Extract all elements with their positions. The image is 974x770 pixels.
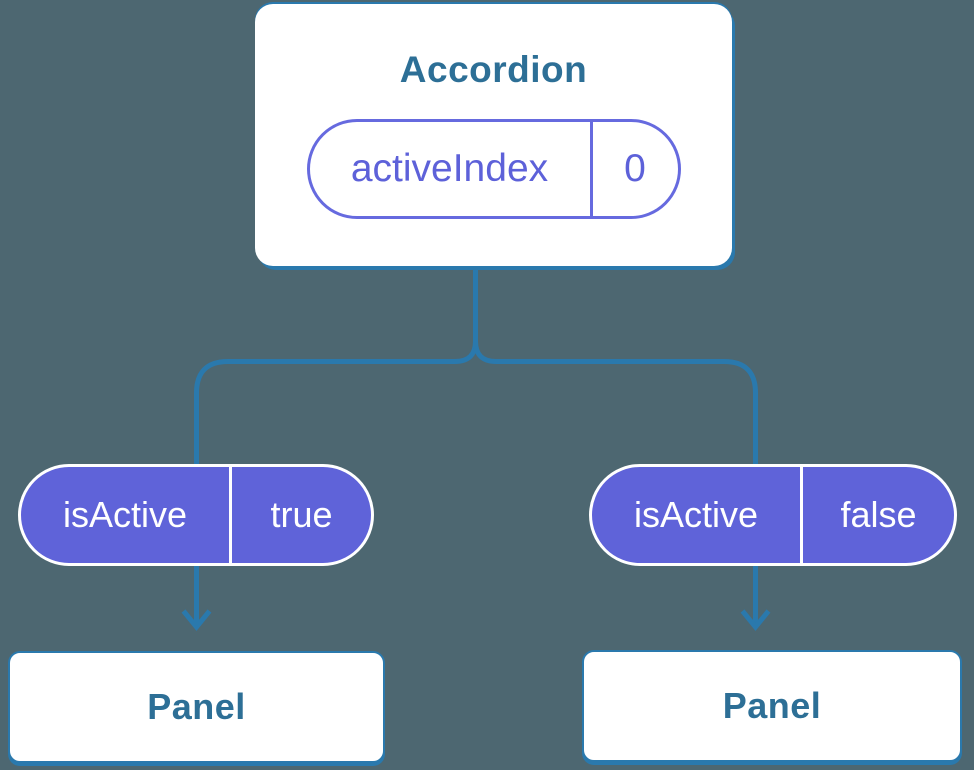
connector-right-branch — [473, 262, 758, 624]
prop-pill-value: false — [840, 494, 917, 535]
panel-node-left: Panel — [8, 651, 385, 763]
panel-node-right: Panel — [582, 650, 962, 762]
prop-pill-value: true — [270, 494, 333, 535]
state-pill-value: 0 — [624, 147, 646, 190]
prop-pill-label: isActive — [633, 494, 759, 535]
connector-left-branch — [194, 262, 478, 624]
prop-pill-divider — [800, 467, 803, 563]
accordion-node: Accordion activeIndex 0 — [255, 4, 732, 266]
panel-node-title: Panel — [147, 686, 246, 727]
prop-pill-divider — [229, 467, 232, 563]
prop-pill-left: isActive true — [18, 464, 374, 566]
prop-pill-label: isActive — [62, 494, 188, 535]
panel-node-title: Panel — [722, 685, 822, 726]
state-pill: activeIndex 0 — [306, 119, 681, 219]
arrow-down-icon — [181, 609, 212, 631]
accordion-node-title: Accordion — [399, 49, 588, 90]
state-pill-divider — [589, 122, 593, 216]
state-pill-label: activeIndex — [350, 147, 549, 190]
arrow-down-icon — [740, 609, 771, 631]
prop-pill-right: isActive false — [589, 464, 957, 566]
